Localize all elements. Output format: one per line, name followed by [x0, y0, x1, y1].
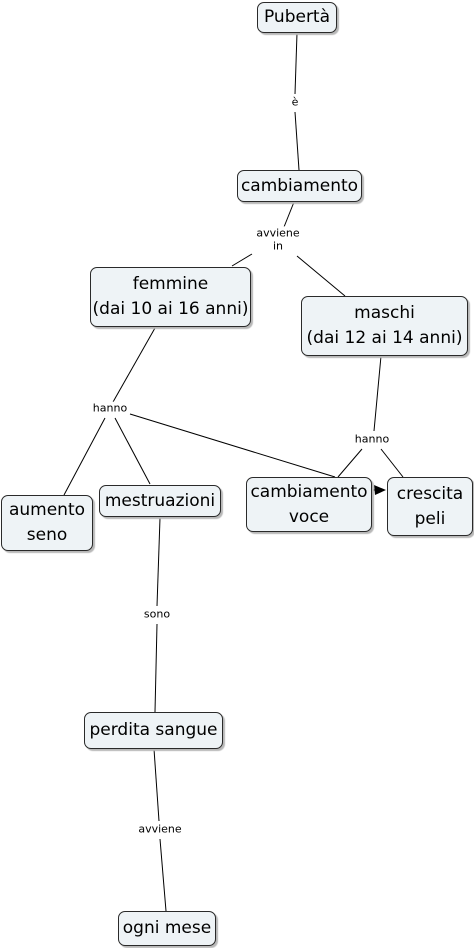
node-femmine[interactable]: femmine (dai 10 ai 16 anni)	[90, 267, 251, 327]
link-label-avviene-in: avviene in	[254, 226, 302, 254]
link-label-hanno-femmine: hanno	[90, 401, 130, 417]
link-label-sono: sono	[141, 607, 173, 623]
connector-e-cambiamento	[294, 111, 300, 171]
node-cambiamento[interactable]: cambiamento	[237, 170, 362, 202]
connector-hanno-aumento	[63, 417, 106, 496]
connector-mestruazioni-sono	[156, 517, 161, 607]
arrowhead-crescita	[374, 485, 386, 495]
connector-perdita-avviene	[153, 748, 160, 822]
connector-avviene-maschi	[296, 255, 346, 297]
connector-avviene-femmine	[231, 253, 253, 267]
node-aumento-seno[interactable]: aumento seno	[1, 495, 93, 551]
link-label-e: è	[289, 95, 301, 111]
connector-hanno-mestruazioni	[114, 417, 151, 485]
connector-hanno-cambiamento-voce	[129, 413, 336, 478]
connector-avviene-ogni-mese	[159, 838, 167, 912]
node-cambiamento-voce[interactable]: cambiamento voce	[246, 477, 372, 532]
node-perdita-sangue[interactable]: perdita sangue	[84, 712, 223, 749]
node-ogni-mese[interactable]: ogni mese	[118, 911, 216, 946]
node-mestruazioni[interactable]: mestruazioni	[99, 485, 221, 517]
node-maschi[interactable]: maschi (dai 12 ai 14 anni)	[301, 296, 468, 356]
connector-femmine-hanno	[112, 327, 156, 403]
connector-sono-perdita	[154, 623, 158, 713]
connector-hanno-crescita	[380, 448, 404, 478]
connector-hanno-cambiamento-voce-m	[337, 448, 363, 478]
node-crescita-peli[interactable]: crescita peli	[387, 477, 473, 536]
connector-cambiamento-avviene	[283, 201, 295, 228]
node-puberta[interactable]: Pubertà	[257, 2, 337, 33]
link-label-hanno-maschi: hanno	[352, 432, 392, 448]
link-label-avviene: avviene	[136, 822, 184, 838]
connector-puberta-e	[294, 32, 298, 95]
connector-maschi-hanno	[373, 355, 382, 432]
